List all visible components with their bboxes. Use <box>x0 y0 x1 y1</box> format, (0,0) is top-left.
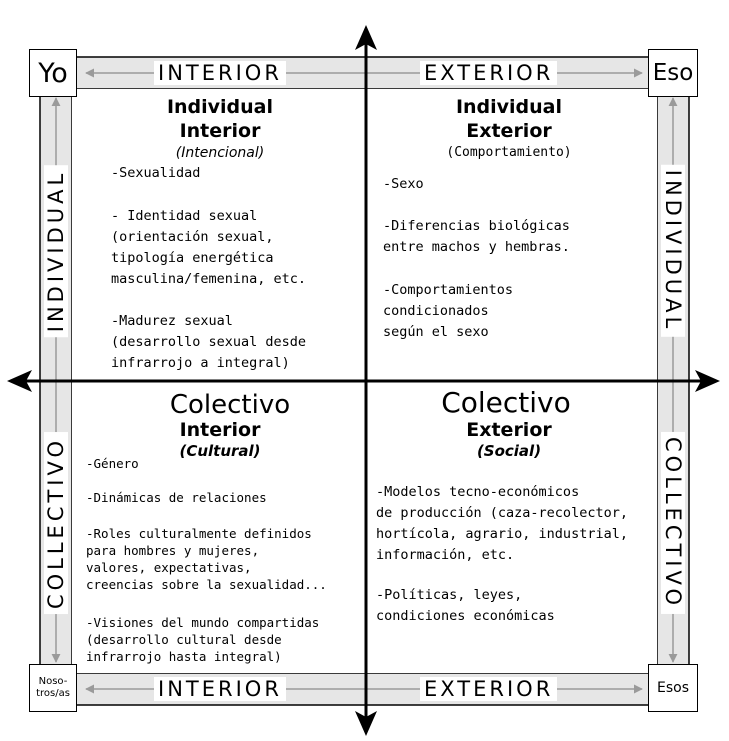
bottom-exterior-label: EXTERIOR <box>420 677 558 701</box>
ul-title-2: Interior <box>179 120 261 142</box>
ll-subtitle: (Cultural) <box>179 442 261 460</box>
corner-eso: Eso <box>648 49 698 97</box>
ll-item-4: -Visiones del mundo compartidas (desarro… <box>86 615 320 664</box>
ll-item-2: -Dinámicas de relaciones <box>86 490 267 505</box>
bottom-interior-label: INTERIOR <box>154 677 286 701</box>
left-collectivo-label: COLLECTIVO <box>44 431 68 615</box>
ul-item-1: -Sexualidad <box>111 165 201 181</box>
axis-arrow-down <box>355 711 377 736</box>
ll-title-2: Interior <box>179 419 261 441</box>
axis-arrow-up <box>355 25 377 50</box>
ur-item-2: -Diferencias biológicas entre machos y h… <box>383 218 570 255</box>
ur-item-3: -Comportamientos condicionados según el … <box>383 282 514 340</box>
ur-subtitle: (Comportamiento) <box>446 145 572 160</box>
lr-title-2: Exterior <box>466 419 552 441</box>
right-collectivo-label: COLLECTIVO <box>661 431 685 615</box>
ur-title-2: Exterior <box>466 120 552 142</box>
ur-item-1: -Sexo <box>383 176 424 192</box>
axis-arrow-right <box>695 370 720 392</box>
ll-big-title: Colectivo <box>169 390 291 420</box>
axis-arrow-left <box>7 370 32 392</box>
top-exterior-label: EXTERIOR <box>420 61 558 85</box>
ul-subtitle: (Intencional) <box>175 145 265 161</box>
lr-item-1: -Modelos tecno-económicos de producción … <box>376 484 628 563</box>
lr-item-2: -Políticas, leyes, condiciones económica… <box>376 587 555 624</box>
left-individual-label: INDIVIDUAL <box>44 164 68 338</box>
corner-nosotros: Noso- tros/as <box>29 664 77 712</box>
corner-esos: Esos <box>648 664 698 712</box>
top-interior-label: INTERIOR <box>154 61 286 85</box>
ul-item-3: -Madurez sexual (desarrollo sexual desde… <box>111 313 307 371</box>
lr-big-title: Colectivo <box>441 386 571 419</box>
corner-yo: Yo <box>29 49 77 97</box>
ll-item-1: -Género <box>86 456 139 471</box>
lr-subtitle: (Social) <box>476 442 542 460</box>
ll-item-3: -Roles culturalmente definidos para homb… <box>86 526 327 592</box>
right-individual-label: INDIVIDUAL <box>661 164 685 338</box>
ur-title-1: Individual <box>455 96 563 118</box>
ul-item-2: - Identidad sexual (orientación sexual, … <box>111 208 307 287</box>
ul-title-1: Individual <box>166 96 274 118</box>
